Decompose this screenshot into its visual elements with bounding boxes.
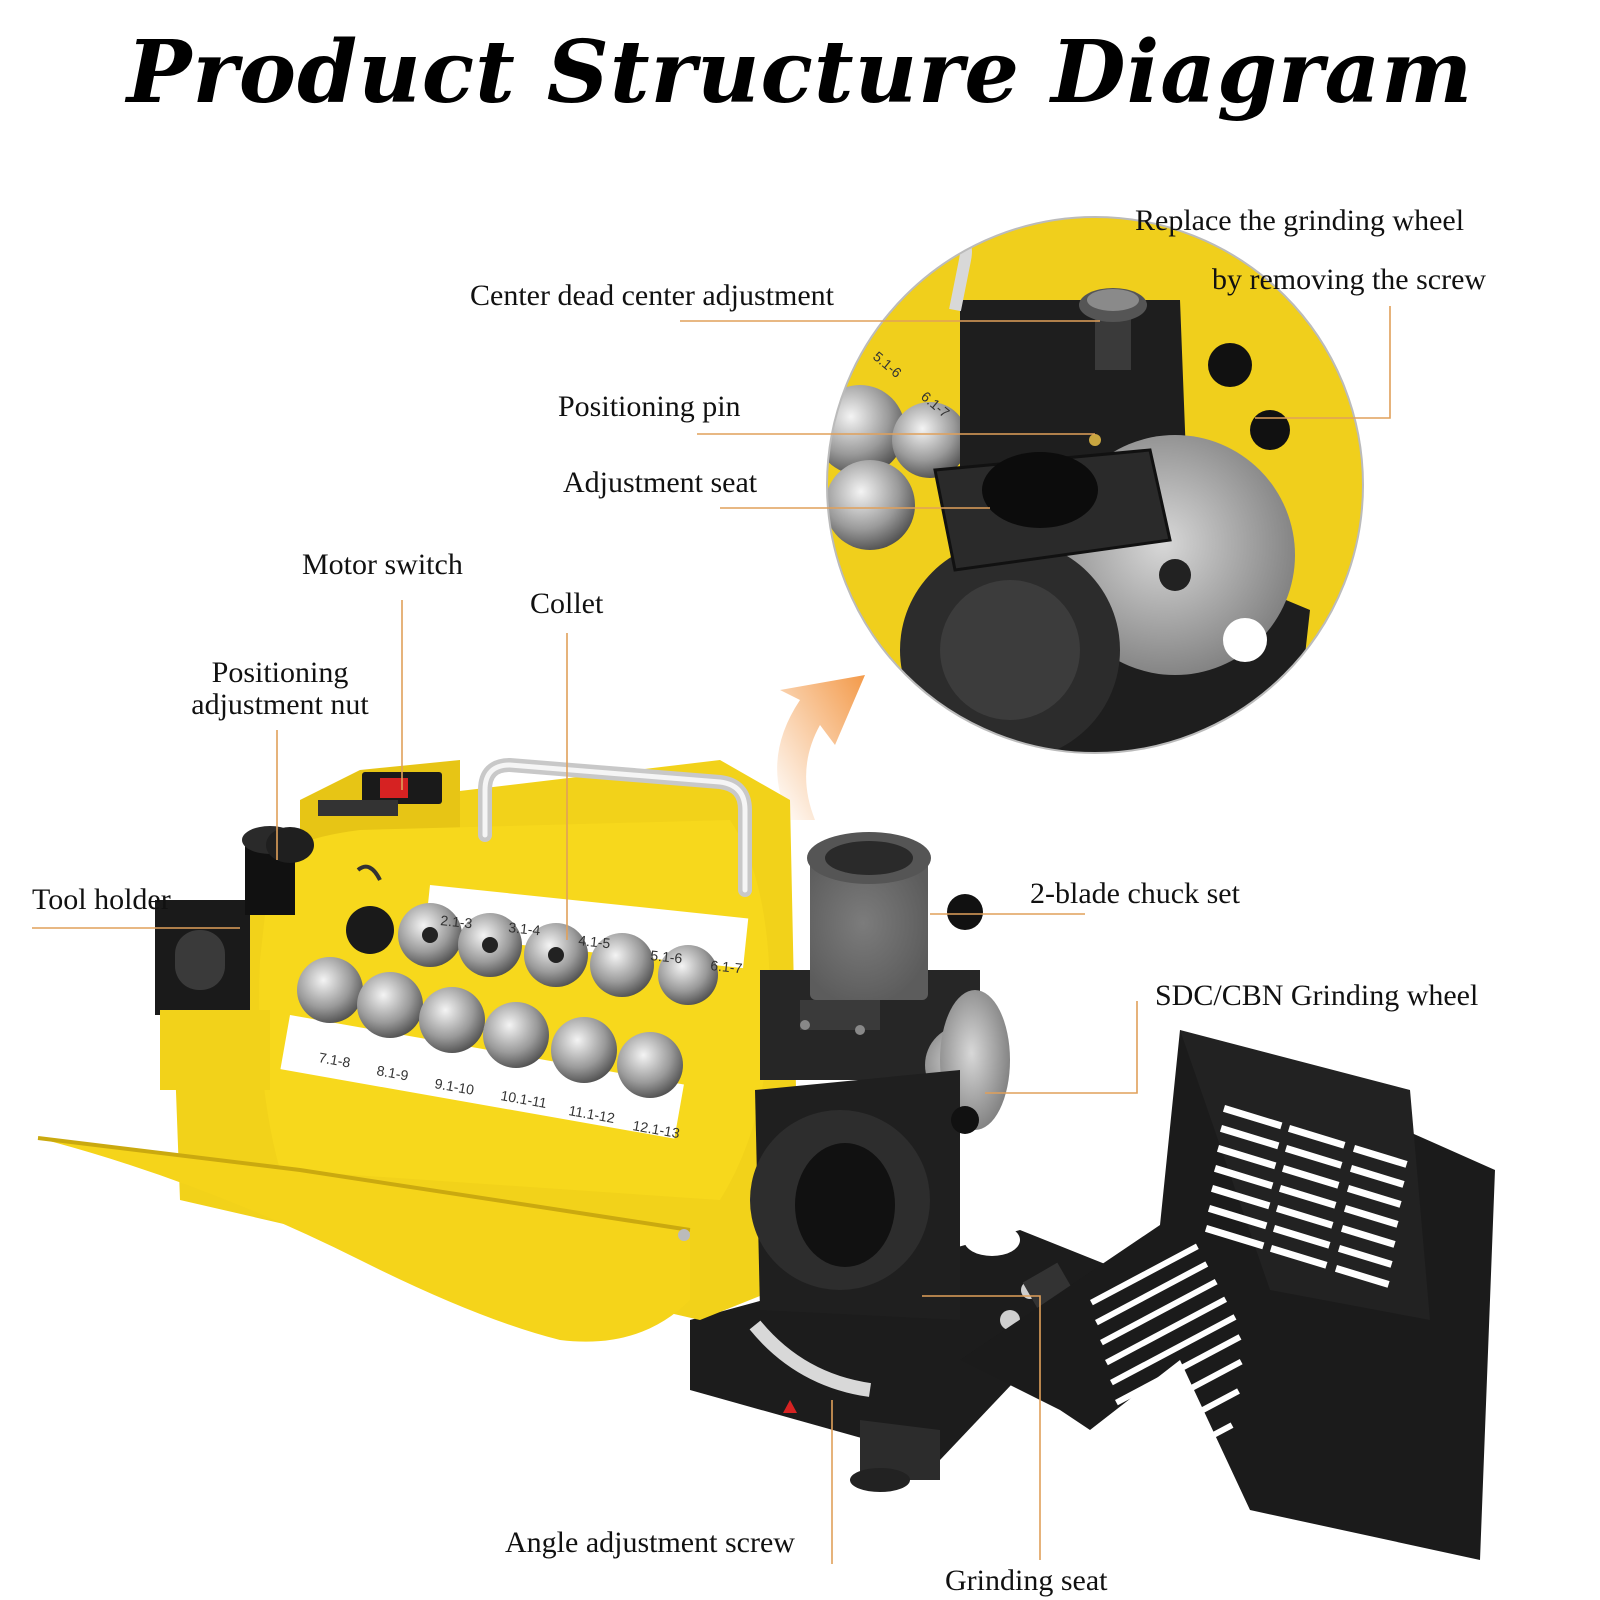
size-label: 2.1-3 xyxy=(440,912,474,931)
label-positioning-nut-2: adjustment nut xyxy=(191,688,369,721)
size-label: 10.1-11 xyxy=(499,1087,548,1111)
label-grinding-wheel: SDC/CBN Grinding wheel xyxy=(1155,979,1479,1012)
size-label: 5.1-6 xyxy=(650,947,684,966)
label-grinding-seat: Grinding seat xyxy=(945,1564,1108,1597)
label-chuck-set: 2-blade chuck set xyxy=(1030,877,1240,910)
leader-grinding-wheel xyxy=(985,1001,1138,1094)
leader-grinding-seat xyxy=(922,1295,1041,1560)
inset-zoom-view xyxy=(827,217,1363,753)
label-tool-holder: Tool holder xyxy=(32,883,171,916)
size-label: 6.1-7 xyxy=(710,957,744,976)
size-label: 7.1-8 xyxy=(317,1049,351,1070)
label-positioning-pin: Positioning pin xyxy=(558,390,741,423)
label-angle-screw: Angle adjustment screw xyxy=(505,1526,795,1559)
leader-lines xyxy=(32,306,1391,1564)
machine-main xyxy=(37,757,1120,1492)
label-replace-wheel-2: by removing the screw xyxy=(1212,263,1487,296)
label-collet: Collet xyxy=(530,587,604,620)
size-label: 11.1-12 xyxy=(567,1102,616,1126)
guard-slots-lower xyxy=(1090,1243,1243,1466)
leader-replace-wheel xyxy=(1255,306,1391,419)
page-title: Product Structure Diagram xyxy=(126,22,1474,123)
guard-slots-upper xyxy=(1204,1104,1408,1288)
collet-size-labels: 2.1-3 3.1-4 4.1-5 5.1-6 6.1-7 7.1-8 8.1-… xyxy=(317,348,952,1141)
size-label: 4.1-5 xyxy=(578,932,612,951)
label-replace-wheel-1: Replace the grinding wheel xyxy=(1135,204,1465,237)
label-center-dead-center: Center dead center adjustment xyxy=(470,279,835,312)
label-adjustment-seat: Adjustment seat xyxy=(563,466,758,499)
size-label: 8.1-9 xyxy=(375,1062,409,1083)
label-positioning-nut-1: Positioning xyxy=(211,656,349,689)
collets-bottom-row xyxy=(297,957,683,1098)
size-label: 9.1-10 xyxy=(433,1075,475,1098)
zoom-arrow xyxy=(777,675,865,820)
size-label: 3.1-4 xyxy=(508,919,542,938)
label-motor-switch: Motor switch xyxy=(302,548,463,581)
